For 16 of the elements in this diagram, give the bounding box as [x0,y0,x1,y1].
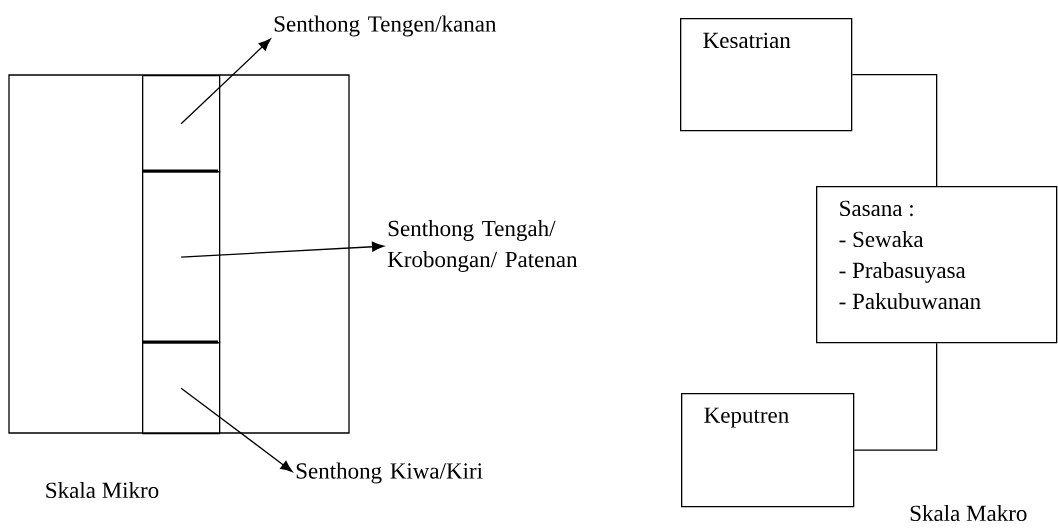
room [142,342,221,435]
scale-label: Skala Mikro [46,481,159,499]
connector-line [853,342,938,451]
leader-arrow [180,387,293,473]
room-label: Senthong Kiwa/Kiri [296,462,483,484]
room [142,75,221,173]
area-box: Keputren [681,393,855,508]
leader-arrow [180,38,271,125]
scale-label: Skala Makro [910,504,1027,522]
room-label: Senthong Tengen/kanan [274,15,497,37]
area-box: Kesatrian [680,18,853,132]
leader-arrow [180,241,385,258]
connector-line [851,74,938,187]
room [142,171,221,344]
area-box: Sasana : - Sewaka - Prabasuyasa - Pakubuwanan [816,186,1058,344]
room-label: Senthong Tengah/ Krobongan/ Patenan [387,220,578,272]
